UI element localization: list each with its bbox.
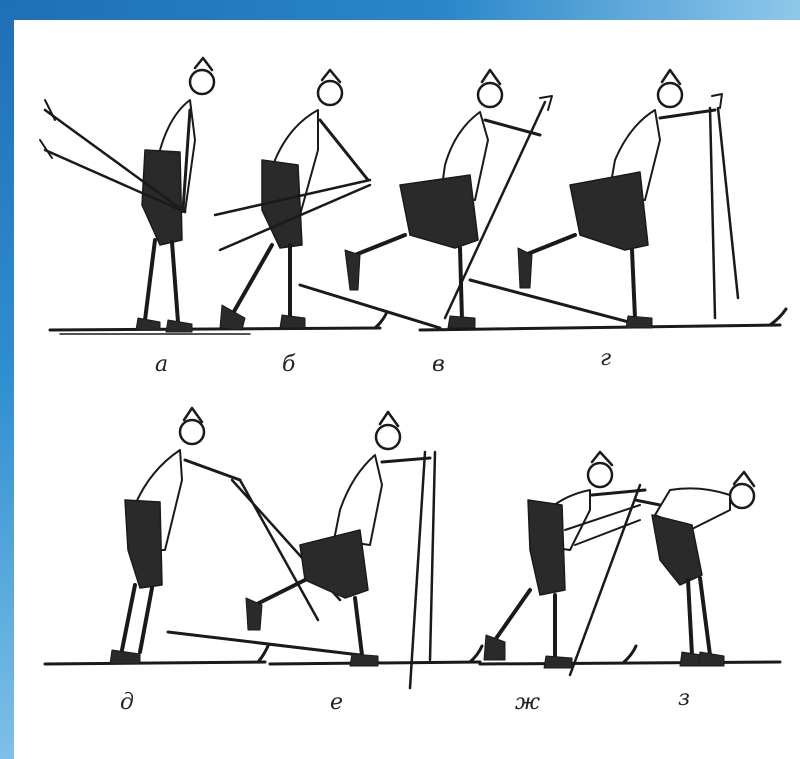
- skier-figure-a: [40, 58, 214, 332]
- figure-label-zh: ж: [515, 690, 540, 715]
- figure-label-d: д: [120, 690, 134, 715]
- figure-label-e: е: [330, 690, 343, 715]
- figure-label-b: б: [282, 352, 295, 377]
- figure-label-z: з: [678, 686, 690, 711]
- skier-figure-b: [215, 70, 370, 330]
- figure-label-g: г: [600, 346, 611, 371]
- figure-label-v: в: [432, 352, 445, 377]
- figure-label-a: а: [155, 352, 168, 377]
- skier-figure-v: [345, 70, 552, 328]
- skier-figure-d: [110, 408, 340, 664]
- skier-figure-z: [635, 472, 754, 666]
- skier-figure-e: [246, 412, 435, 688]
- skier-figure-g: [518, 70, 738, 328]
- skier-figure-zh: [484, 452, 645, 675]
